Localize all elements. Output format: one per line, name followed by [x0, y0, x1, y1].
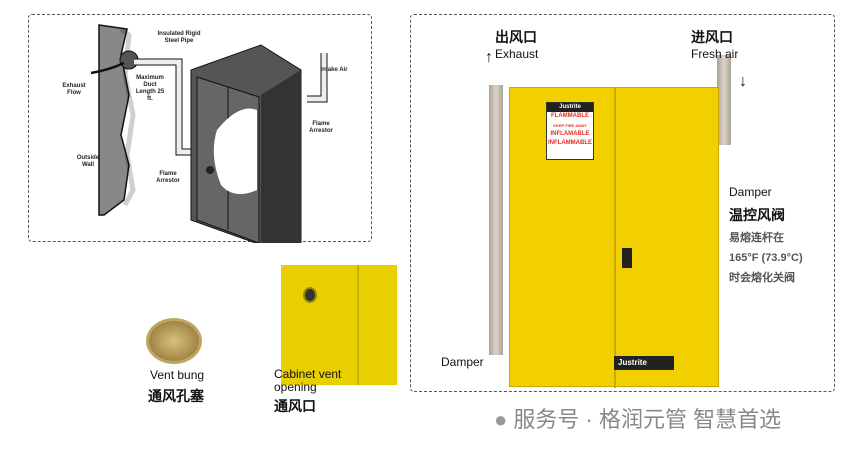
label-flame-arrestor-left: Flame Arrestor [156, 171, 180, 184]
damper-label-right: Damper [729, 185, 772, 199]
vent-bung-photo [146, 318, 202, 364]
duct-diagram-illustration [90, 24, 328, 243]
exhaust-label: Exhaust [495, 47, 539, 61]
vent-bung-label: Vent bung [150, 368, 205, 382]
cabinet-photo-panel: Justrite FLAMMABLE KEEP FIRE AWAY INFLAM… [410, 14, 835, 392]
sign-flammable: FLAMMABLE [551, 113, 589, 119]
fresh-air-label-cn: 进风口 [691, 29, 733, 45]
exhaust-pipe [489, 85, 503, 355]
cabinet-vent-photo [281, 265, 397, 385]
fusible-link-note-3: 时会熔化关阀 [729, 272, 795, 284]
fresh-air-pipe [717, 55, 731, 145]
flammable-sign: Justrite FLAMMABLE KEEP FIRE AWAY INFLAM… [546, 102, 594, 160]
sign-inflamable: INFLAMABLE [550, 131, 590, 137]
brand-label: Justrite [547, 103, 593, 112]
yellow-safety-cabinet: Justrite FLAMMABLE KEEP FIRE AWAY INFLAM… [509, 87, 719, 388]
cabinet-vent-label: Cabinet vent opening [274, 367, 342, 394]
fusible-link-note-2: 165°F (73.9°C) [729, 252, 803, 264]
wechat-icon: ● [494, 407, 508, 432]
cabinet-handle [622, 248, 632, 268]
label-flame-arrestor-right: Flame Arrestor [309, 121, 333, 134]
exhaust-up-arrow-icon: ↑ [485, 49, 493, 66]
label-insulated-pipe: Insulated Rigid Steel Pipe [157, 31, 201, 44]
label-exhaust-flow: Exhaust Flow [62, 83, 86, 96]
sign-inflammable: INFLAMMABLE [548, 140, 592, 146]
fresh-air-label: Fresh air [691, 47, 739, 61]
fresh-air-down-arrow-icon: ↓ [739, 73, 747, 90]
fusible-link-note-1: 易熔连杆在 [729, 232, 784, 244]
duct-diagram-panel: Insulated Rigid Steel Pipe Exhaust Flow … [28, 14, 372, 243]
label-outside-wall: Outside Wall [76, 155, 100, 168]
label-intake-air: Intake Air [320, 67, 348, 73]
vent-bung-label-cn: 通风孔塞 [148, 388, 204, 404]
damper-label-left: Damper [441, 355, 484, 369]
label-max-duct: Maximum Duct Length 25 ft. [135, 75, 165, 102]
footer-text: 服务号 · 格润元管 智慧首选 [513, 407, 782, 432]
sign-keep: KEEP FIRE AWAY [553, 123, 587, 128]
exhaust-label-cn: 出风口 [495, 29, 537, 45]
bottom-brand-plate: Justrite [614, 356, 674, 370]
cabinet-vent-label-cn: 通风口 [274, 398, 316, 414]
vent-opening-icon [303, 287, 317, 303]
footer-watermark: ● 服务号 · 格润元管 智慧首选 [494, 402, 781, 434]
damper-label-cn: 温控风阀 [729, 207, 785, 223]
